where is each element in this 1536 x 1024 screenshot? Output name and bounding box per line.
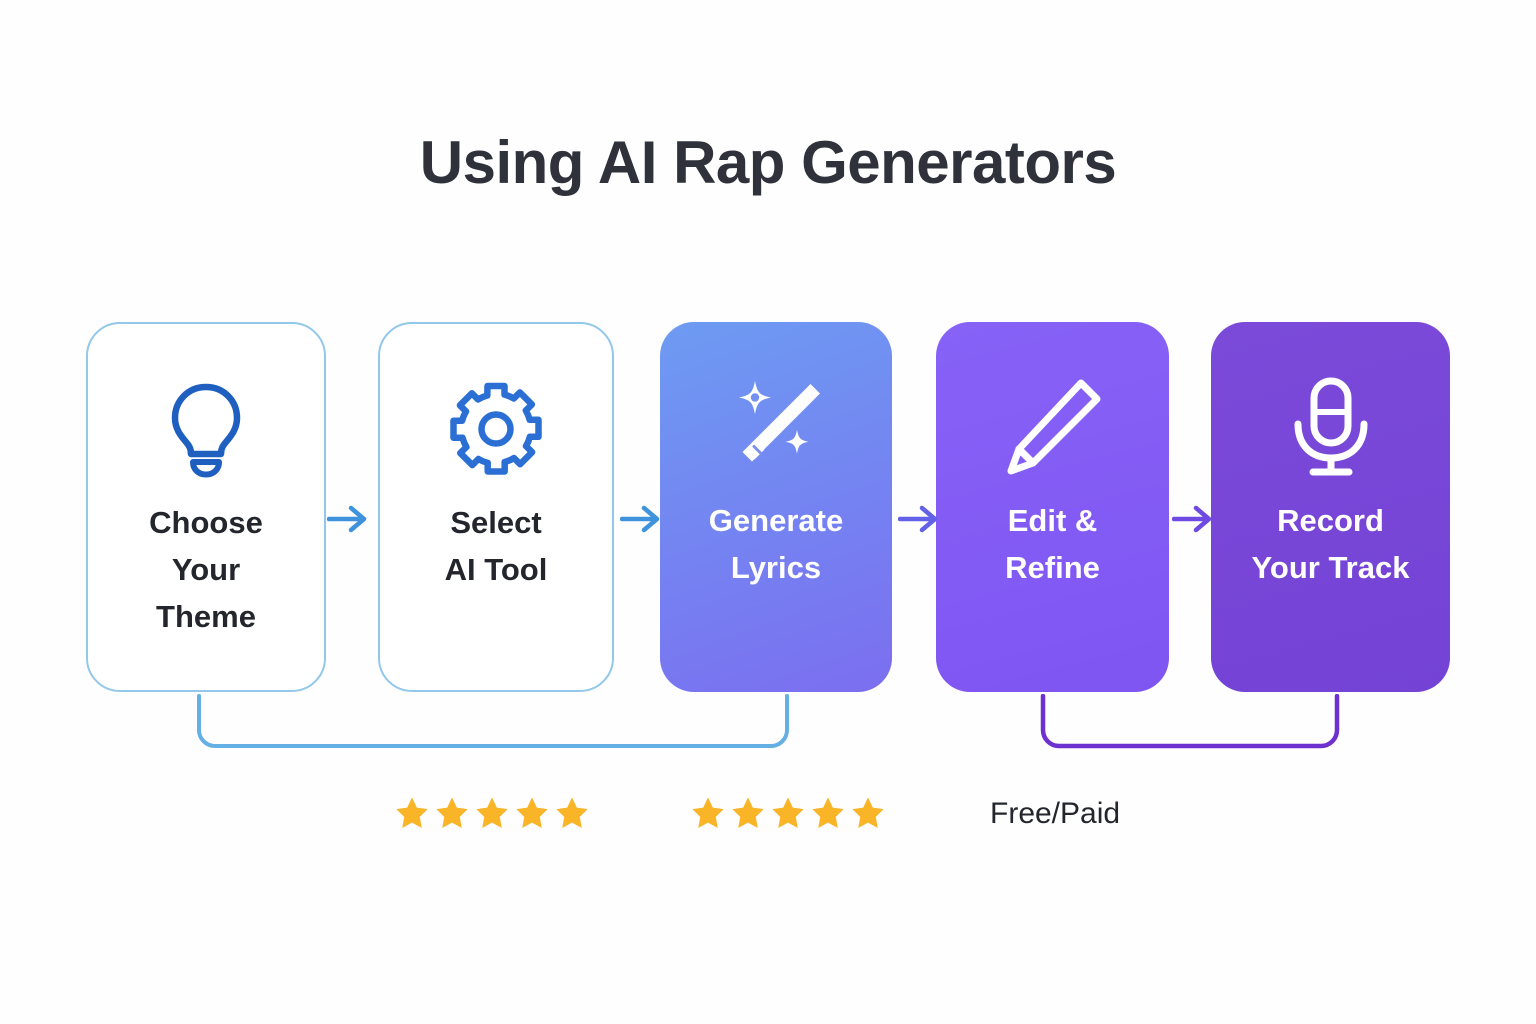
bracket-steps-4-to-5 — [1040, 693, 1340, 754]
star-icon — [474, 795, 510, 831]
arrow-right-icon-1 — [326, 500, 369, 538]
step-label: Record Your Track — [1251, 503, 1410, 586]
star-icon — [514, 795, 550, 831]
star-icon — [554, 795, 590, 831]
arrow-right-icon-2 — [619, 500, 662, 538]
gear-icon — [446, 376, 546, 481]
star-icon — [690, 795, 726, 831]
step-label: Choose Your Theme — [149, 505, 263, 635]
step-card-record-your-track[interactable]: Record Your Track — [1211, 322, 1450, 692]
pencil-icon — [1003, 374, 1103, 479]
magic-wand-icon — [724, 374, 828, 479]
page-title: Using AI Rap Generators — [419, 129, 1117, 196]
step-card-choose-your-theme[interactable]: Choose Your Theme — [86, 322, 326, 692]
step-label: Generate Lyrics — [708, 503, 844, 586]
step-card-edit-and-refine[interactable]: Edit & Refine — [936, 322, 1169, 692]
star-icon — [770, 795, 806, 831]
step-label: Select AI Tool — [444, 505, 548, 588]
step-card-select-ai-tool[interactable]: Select AI Tool — [378, 322, 614, 692]
bracket-steps-1-to-3 — [196, 694, 790, 754]
rating-stars-group-1 — [394, 795, 590, 831]
arrow-right-icon-4 — [1171, 500, 1214, 538]
free-paid-label: Free/Paid — [990, 797, 1121, 830]
star-icon — [730, 795, 766, 831]
rating-stars-group-2 — [690, 795, 886, 831]
arrow-right-icon-3 — [897, 500, 940, 538]
star-icon — [434, 795, 470, 831]
lightbulb-icon — [164, 376, 248, 481]
star-icon — [850, 795, 886, 831]
microphone-icon — [1286, 374, 1376, 479]
star-icon — [394, 795, 430, 831]
star-icon — [810, 795, 846, 831]
step-card-generate-lyrics[interactable]: Generate Lyrics — [660, 322, 892, 692]
step-label: Edit & Refine — [1005, 503, 1100, 586]
